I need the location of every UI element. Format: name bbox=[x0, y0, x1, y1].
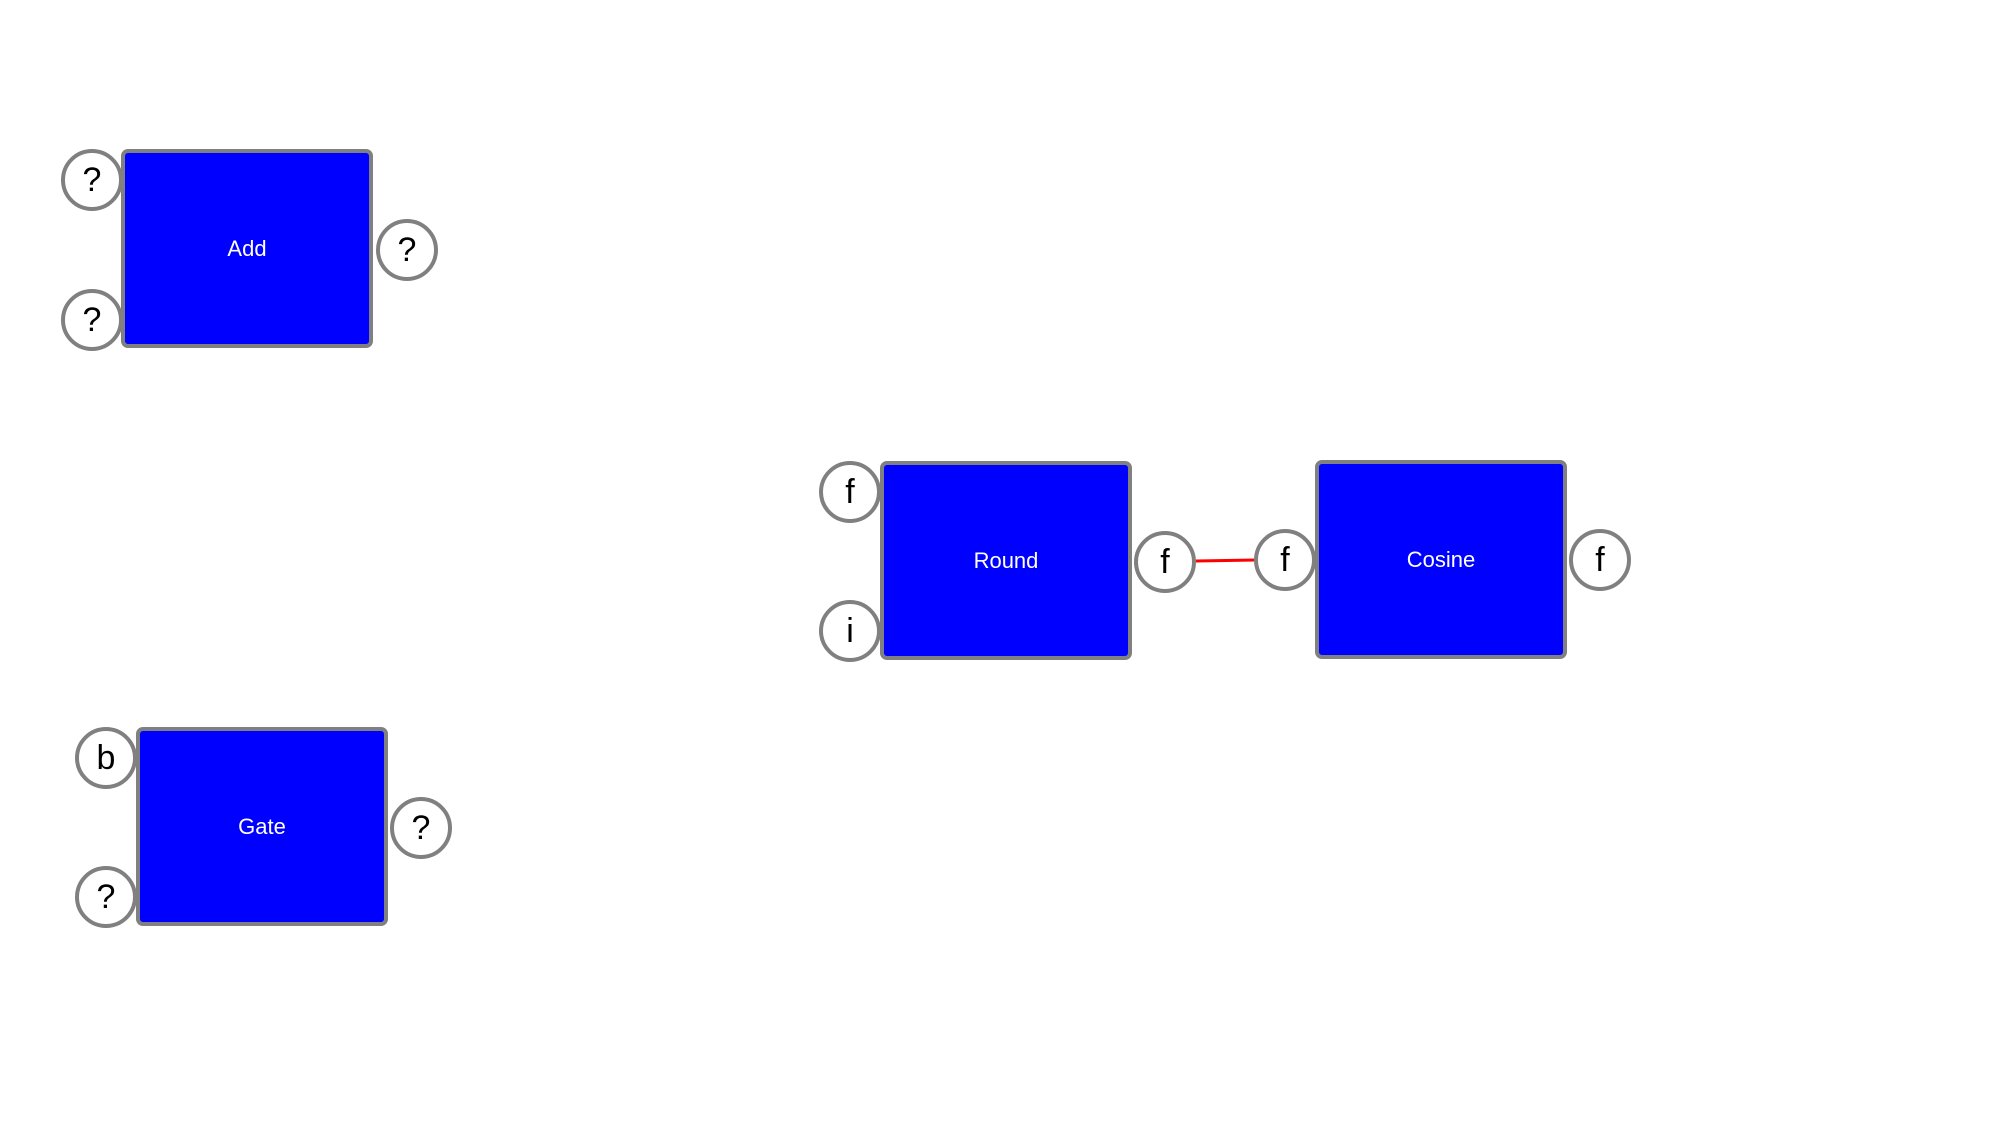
port-label: b bbox=[96, 739, 116, 777]
cosine-node[interactable]: Cosine bbox=[1315, 460, 1567, 659]
port-label: ? bbox=[82, 301, 102, 339]
round-node[interactable]: Round bbox=[880, 461, 1132, 660]
cosine-output-port[interactable]: f bbox=[1569, 529, 1631, 591]
round-output-port[interactable]: f bbox=[1134, 531, 1196, 593]
cosine-input-port[interactable]: f bbox=[1254, 529, 1316, 591]
round-input-port-2[interactable]: i bbox=[819, 600, 881, 662]
round-input-port-1[interactable]: f bbox=[819, 461, 881, 523]
port-label: ? bbox=[411, 809, 431, 847]
node-label-round: Round bbox=[973, 547, 1039, 573]
add-input-port-2[interactable]: ? bbox=[61, 289, 123, 351]
add-node[interactable]: Add bbox=[121, 149, 373, 348]
gate-input-port-2[interactable]: ? bbox=[75, 866, 137, 928]
node-label-cosine: Cosine bbox=[1406, 546, 1476, 572]
port-label: f bbox=[1280, 541, 1290, 579]
port-label: f bbox=[1595, 541, 1605, 579]
node-label-add: Add bbox=[227, 235, 267, 261]
port-label: f bbox=[845, 473, 855, 511]
node-label-gate: Gate bbox=[238, 813, 286, 839]
port-label: ? bbox=[397, 231, 417, 269]
port-label: i bbox=[846, 612, 854, 650]
add-input-port-1[interactable]: ? bbox=[61, 149, 123, 211]
add-output-port[interactable]: ? bbox=[376, 219, 438, 281]
gate-input-port-1[interactable]: b bbox=[75, 727, 137, 789]
gate-output-port[interactable]: ? bbox=[390, 797, 452, 859]
port-label: ? bbox=[96, 878, 116, 916]
port-label: ? bbox=[82, 161, 102, 199]
port-label: f bbox=[1160, 543, 1170, 581]
gate-node[interactable]: Gate bbox=[136, 727, 388, 926]
edge-round-to-cosine[interactable] bbox=[1195, 558, 1257, 563]
